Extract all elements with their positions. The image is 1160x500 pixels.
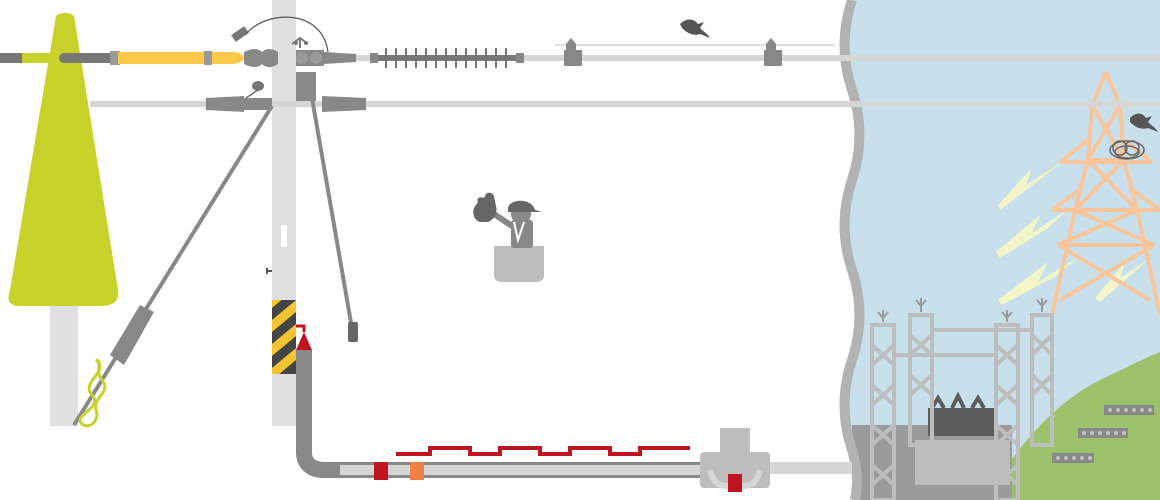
transmission-tower-icon (1050, 71, 1160, 316)
bird-nest-icon (1109, 140, 1145, 160)
guy-wire (72, 97, 358, 428)
lineman-in-bucket-icon (473, 192, 544, 282)
hazard-stripes-icon (272, 300, 296, 374)
insulator-icon (231, 16, 356, 67)
bird-icon (680, 19, 710, 38)
cable-tray (1052, 405, 1154, 463)
cable-junction-box (700, 428, 770, 492)
spacer-damper (370, 48, 524, 68)
overhead-line-lower (90, 81, 1160, 112)
lightning-bolt-icon (996, 162, 1150, 305)
hill (985, 352, 1160, 500)
bird-icon (1130, 113, 1158, 132)
substation-icon (852, 298, 1054, 500)
wavy-divider (839, 0, 865, 500)
underground-cable-icon (296, 324, 852, 480)
insulator-post (564, 38, 782, 66)
tree-icon (8, 13, 119, 426)
